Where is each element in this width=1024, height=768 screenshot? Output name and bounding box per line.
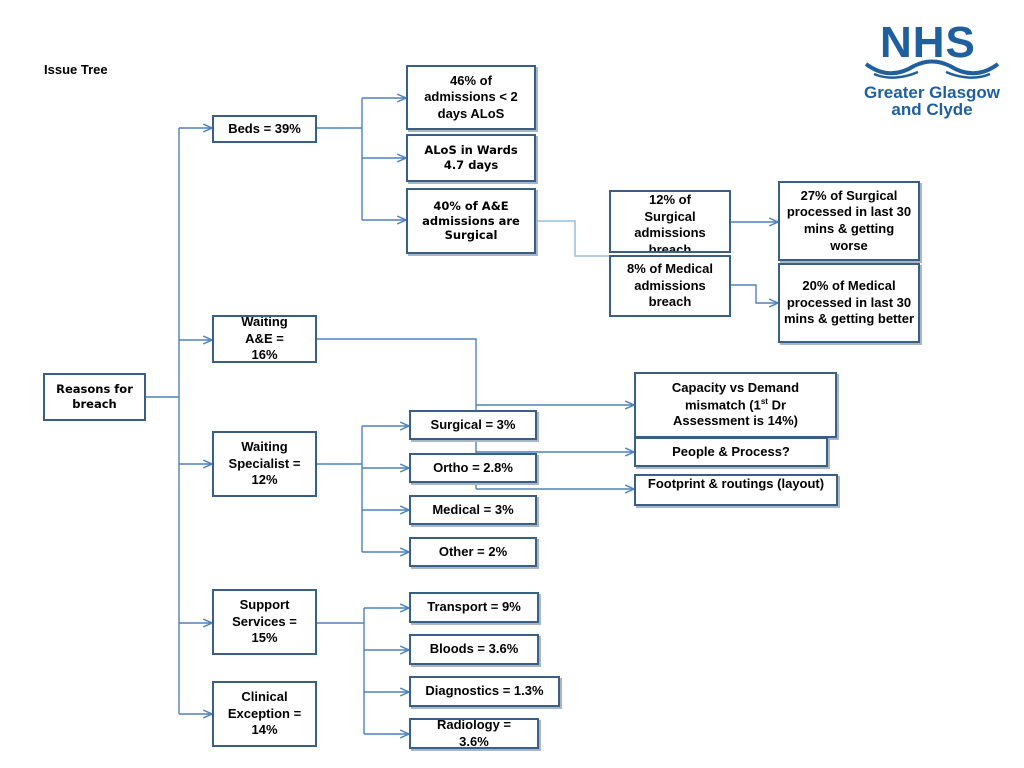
nhs-logo-mark: NHS (880, 18, 976, 67)
node-clinical-exception: Clinical Exception = 14% (212, 681, 317, 747)
node-beds: Beds = 39% (212, 115, 317, 143)
node-spec-surgical: Surgical = 3% (409, 410, 537, 440)
page-title: Issue Tree (44, 62, 108, 77)
node-beds-admissions: 46% of admissions < 2 days ALoS (406, 65, 536, 130)
node-waiting-ae: Waiting A&E = 16% (212, 315, 317, 363)
node-ae-capacity: Capacity vs Demand mismatch (1st Dr Asse… (634, 372, 837, 438)
node-surgical-processed: 27% of Surgical processed in last 30 min… (778, 181, 920, 261)
node-sup-diagnostics: Diagnostics = 1.3% (409, 676, 560, 707)
node-spec-other: Other = 2% (409, 537, 537, 567)
node-medical-processed: 20% of Medical processed in last 30 mins… (778, 263, 920, 343)
nhs-logo: NHS Greater Glasgow and Clyde (858, 18, 1006, 126)
node-sup-radiology: Radiology = 3.6% (409, 718, 539, 749)
node-spec-ortho: Ortho = 2.8% (409, 453, 537, 483)
link-ae-surgical-to-breach (537, 220, 609, 257)
nhs-logo-org-line2: and Clyde (891, 100, 973, 119)
node-medical-breach: 8% of Medical admissions breach (609, 255, 731, 317)
nhs-logo-waves (864, 59, 1000, 79)
edge-medical-processed (731, 284, 778, 303)
node-waiting-specialist: Waiting Specialist = 12% (212, 431, 317, 497)
nhs-logo-org: Greater Glasgow and Clyde (858, 84, 1006, 118)
nhs-logo-org-line1: Greater Glasgow (863, 83, 1001, 102)
node-ae-footprint: Footprint & routings (layout) (634, 474, 838, 506)
node-ae-people: People & Process? (634, 437, 828, 467)
node-support-services: Support Services = 15% (212, 589, 317, 655)
node-beds-alos-wards: ALoS in Wards 4.7 days (406, 134, 536, 182)
node-reasons-for-breach: Reasons for breach (43, 373, 146, 421)
node-spec-medical: Medical = 3% (409, 495, 537, 525)
node-beds-ae-surgical: 40% of A&E admissions are Surgical (406, 188, 536, 254)
node-sup-transport: Transport = 9% (409, 592, 539, 623)
node-sup-bloods: Bloods = 3.6% (409, 634, 539, 665)
node-surgical-breach: 12% of Surgical admissions breach (609, 190, 731, 253)
